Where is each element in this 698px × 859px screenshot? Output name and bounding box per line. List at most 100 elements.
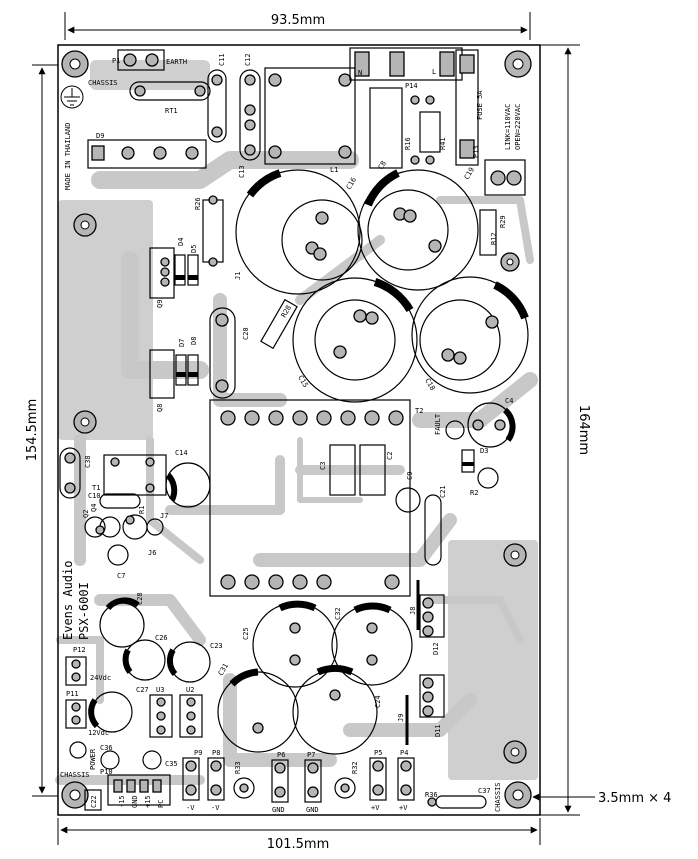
svg-text:L: L <box>432 68 436 76</box>
svg-text:154.5mm: 154.5mm <box>25 399 40 462</box>
svg-text:GND: GND <box>272 806 285 814</box>
svg-text:C28: C28 <box>136 592 144 605</box>
svg-text:C27: C27 <box>136 686 149 694</box>
svg-text:Q2: Q2 <box>82 510 90 518</box>
svg-text:RT1: RT1 <box>165 107 178 115</box>
svg-text:C20: C20 <box>242 327 250 340</box>
svg-text:C24: C24 <box>374 695 382 708</box>
svg-text:D3: D3 <box>480 447 488 455</box>
svg-text:D4: D4 <box>177 238 185 246</box>
svg-text:C15: C15 <box>296 374 309 389</box>
svg-text:P13: P13 <box>472 145 480 158</box>
svg-text:-V: -V <box>186 804 195 812</box>
left-mid-components <box>149 195 497 399</box>
svg-text:EARTH: EARTH <box>166 58 187 66</box>
svg-text:C21: C21 <box>439 485 447 498</box>
svg-text:J8: J8 <box>409 607 417 615</box>
svg-text:D7: D7 <box>178 339 186 347</box>
svg-text:101.5mm: 101.5mm <box>267 837 330 852</box>
svg-text:R41: R41 <box>439 137 447 150</box>
svg-text:93.5mm: 93.5mm <box>271 13 325 28</box>
dimension-top: 93.5mm <box>64 12 531 40</box>
svg-text:P4: P4 <box>400 749 408 757</box>
board-outline <box>57 44 541 816</box>
svg-text:CHASSIS: CHASSIS <box>494 782 502 812</box>
model-line2: PSX-600I <box>77 582 91 640</box>
svg-text:P7: P7 <box>307 751 315 759</box>
svg-text:L1: L1 <box>330 166 338 174</box>
ground-icon <box>60 85 84 109</box>
svg-text:164mm: 164mm <box>576 405 591 455</box>
svg-text:R2: R2 <box>470 489 478 497</box>
svg-text:R12: R12 <box>490 232 498 245</box>
svg-text:P5: P5 <box>374 749 382 757</box>
svg-text:FUSE 5A: FUSE 5A <box>476 90 484 120</box>
svg-text:GND: GND <box>131 795 139 808</box>
model-line1: Evens Audio <box>61 561 75 640</box>
svg-text:C25: C25 <box>242 627 250 640</box>
svg-text:P14: P14 <box>405 82 418 90</box>
svg-text:GND: GND <box>306 806 319 814</box>
svg-text:R26: R26 <box>194 197 202 210</box>
right-mid-components <box>395 402 516 566</box>
bulk-capacitors <box>235 169 529 403</box>
svg-text:P6: P6 <box>277 751 285 759</box>
svg-text:T1: T1 <box>92 484 100 492</box>
svg-text:P9: P9 <box>194 749 202 757</box>
top-components <box>87 47 526 196</box>
svg-text:C37: C37 <box>478 787 491 795</box>
svg-text:C38: C38 <box>84 455 92 468</box>
svg-text:12Vdc: 12Vdc <box>88 729 109 737</box>
svg-text:Q4: Q4 <box>90 504 98 512</box>
dimension-hole: 3.5mm × 4 <box>532 791 671 806</box>
svg-text:D8: D8 <box>190 337 198 345</box>
svg-text:D11: D11 <box>434 724 442 737</box>
svg-text:R33: R33 <box>234 761 242 774</box>
svg-text:-15: -15 <box>118 795 126 808</box>
svg-text:J1: J1 <box>234 272 242 280</box>
svg-text:CHASSIS: CHASSIS <box>60 771 90 779</box>
svg-text:24Vdc: 24Vdc <box>90 674 111 682</box>
svg-text:J9: J9 <box>397 714 405 722</box>
svg-text:P8: P8 <box>212 749 220 757</box>
svg-text:C9: C9 <box>406 472 414 480</box>
svg-text:R16: R16 <box>404 137 412 150</box>
svg-text:POWER: POWER <box>89 748 97 770</box>
transformer-t2 <box>209 399 411 597</box>
svg-text:3.5mm × 4: 3.5mm × 4 <box>598 791 671 806</box>
svg-text:D9: D9 <box>96 132 104 140</box>
svg-text:J7: J7 <box>160 512 168 520</box>
dimension-bottom: 101.5mm <box>57 818 541 852</box>
mounting-holes <box>61 50 532 809</box>
svg-text:-V: -V <box>211 804 220 812</box>
svg-text:R36: R36 <box>425 791 438 799</box>
svg-text:C32: C32 <box>334 607 342 620</box>
svg-text:+V: +V <box>371 804 380 812</box>
dimension-left: 154.5mm <box>25 64 58 797</box>
svg-text:Q9: Q9 <box>156 300 164 308</box>
svg-text:T2: T2 <box>415 407 423 415</box>
svg-text:FAULT: FAULT <box>434 413 442 435</box>
svg-text:C14: C14 <box>175 449 188 457</box>
svg-text:C3: C3 <box>319 462 327 470</box>
svg-text:C36: C36 <box>100 744 113 752</box>
made-in: MADE IN THAILAND <box>64 123 72 190</box>
svg-text:C22: C22 <box>90 795 98 808</box>
svg-text:CHASSIS: CHASSIS <box>88 79 118 87</box>
svg-text:R29: R29 <box>499 215 507 228</box>
svg-text:P11: P11 <box>66 690 79 698</box>
bottom-components <box>65 580 487 811</box>
svg-text:C13: C13 <box>238 165 246 178</box>
svg-text:C18: C18 <box>423 377 436 392</box>
svg-text:C7: C7 <box>117 572 125 580</box>
svg-text:C12: C12 <box>244 53 252 66</box>
svg-text:R1: R1 <box>138 506 146 514</box>
svg-text:C2: C2 <box>386 452 394 460</box>
dimension-right: 164mm <box>540 44 591 816</box>
svg-text:P1: P1 <box>112 57 120 65</box>
svg-text:D5: D5 <box>190 245 198 253</box>
svg-text:OPEN=220VAC: OPEN=220VAC <box>514 104 522 150</box>
svg-text:C11: C11 <box>218 53 226 66</box>
left-lower-components <box>59 447 211 566</box>
